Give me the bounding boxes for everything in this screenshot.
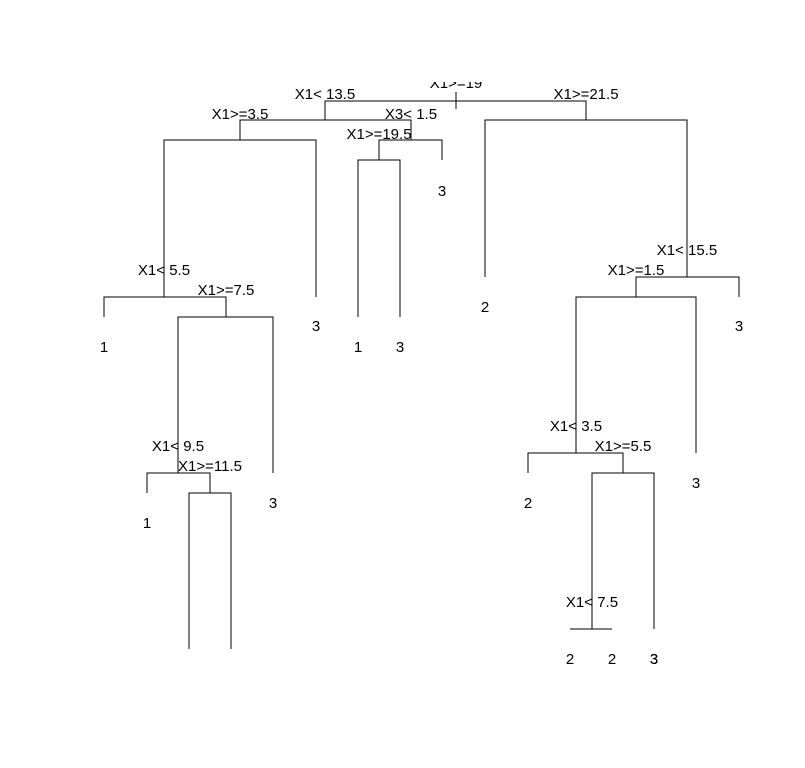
leaf-label: 3 xyxy=(735,318,743,335)
split-label: X1>=21.5 xyxy=(553,86,618,103)
leaf-label: 3 xyxy=(692,475,700,492)
split-label: X1>=3.5 xyxy=(212,106,269,123)
leaf-label: 1 xyxy=(143,515,151,532)
edge-right-d xyxy=(591,472,655,629)
split-label: X1< 7.5 xyxy=(566,594,618,611)
edge-right-b xyxy=(575,296,697,453)
tree-edges xyxy=(103,92,740,649)
leaf-label: 3 xyxy=(312,318,320,335)
edge-left-a xyxy=(163,139,317,297)
leaf-label: 3 xyxy=(650,651,658,668)
edge-left-e xyxy=(188,492,232,649)
leaf-label: 2 xyxy=(566,651,574,668)
edge-mid-a xyxy=(378,139,443,160)
leaf-label: 1 xyxy=(354,339,362,356)
leaf-label: 1 xyxy=(100,339,108,356)
split-label: X1>=7.5 xyxy=(198,282,255,299)
leaf-label: 3 xyxy=(396,339,404,356)
split-label: X1< 13.5 xyxy=(295,86,355,103)
edge-left-b xyxy=(103,296,227,317)
edge-left-d xyxy=(146,472,211,493)
leaf-label: 2 xyxy=(608,651,616,668)
split-label: X1>=1.5 xyxy=(608,262,665,279)
edge-root xyxy=(324,100,587,120)
edge-right-main xyxy=(484,119,688,277)
leaf-label: 2 xyxy=(524,495,532,512)
edge-right-c xyxy=(527,452,624,473)
split-label: X1< 3.5 xyxy=(550,418,602,435)
split-label: X1< 15.5 xyxy=(657,242,717,259)
split-label: X1>=5.5 xyxy=(595,438,652,455)
leaf-label: 3 xyxy=(269,495,277,512)
edge-left-c xyxy=(177,316,274,473)
split-label: X1< 9.5 xyxy=(152,438,204,455)
split-label: X1>=11.5 xyxy=(178,458,242,475)
leaf-label: 3 xyxy=(438,183,446,200)
edge-mid-b xyxy=(357,159,401,317)
split-label: X3< 1.5 xyxy=(385,106,437,123)
leaf-label: 3 xyxy=(650,651,658,668)
root-split-label: X1>=19 xyxy=(430,75,483,92)
leaf-label: 2 xyxy=(481,299,489,316)
edge-left-main xyxy=(239,119,412,140)
split-label: X1< 5.5 xyxy=(138,262,190,279)
split-label: X1>=19.5 xyxy=(346,126,411,143)
edge-right-a xyxy=(635,276,740,297)
